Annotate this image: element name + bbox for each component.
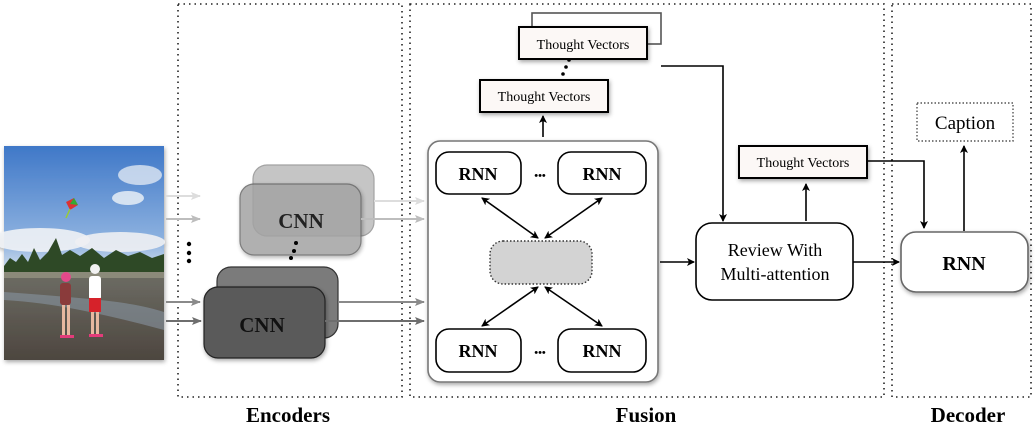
cnn-ellipsis-icon [289,241,298,260]
thought-to-decoder-arrow [867,160,928,229]
rnn-top-ellipsis: ••• [534,170,546,182]
thought-vectors-stack-label: Thought Vectors [537,38,630,53]
caption-box [916,102,1014,142]
rnn-bottom-left-label: RNN [459,341,498,361]
vertical-ellipsis-icon [186,241,192,264]
fusion-section-box [409,3,885,398]
decoder-rnn [900,231,1029,293]
thought-ellipsis-icon [561,58,571,76]
bi-arrow-top-right [544,197,603,239]
caption-label: Caption [935,113,996,134]
decoder-title: Decoder [931,403,1006,427]
rnn-top-right [557,151,647,195]
review-label-line2: Multi-attention [721,264,830,284]
cnn-bottom-label: CNN [239,313,285,337]
decoder-section-box [891,3,1032,398]
thought-vectors-lower [479,79,609,113]
bi-arrow-bottom-left [481,286,539,327]
encoders-title: Encoders [246,403,330,427]
thought-vectors-review-label: Thought Vectors [757,156,850,171]
rnn-top-left [435,151,522,195]
rnn-bottom-right [557,328,647,373]
attention-memory-node [489,240,593,285]
rnn-bottom-left [435,328,522,373]
bi-arrow-bottom-right [544,286,603,327]
review-multi-attention-box [695,222,854,301]
rnn-top-left-label: RNN [459,164,498,184]
thought-vectors-stack-front [518,26,648,60]
fusion-title: Fusion [616,403,677,427]
cnn-top-label: CNN [278,209,324,233]
thought-vectors-lower-label: Thought Vectors [498,90,591,105]
thought-to-review-arrow [661,65,727,222]
bi-arrow-top-left [481,197,539,239]
input-image [0,146,165,360]
thought-vectors-review [738,145,868,179]
decoder-rnn-label: RNN [942,253,986,275]
rnn-bottom-right-label: RNN [583,341,622,361]
rnn-bottom-ellipsis: ••• [534,347,546,359]
cnn-bottom-front [203,286,326,359]
rnn-top-right-label: RNN [583,164,622,184]
review-label-line1: Review With [728,240,822,260]
